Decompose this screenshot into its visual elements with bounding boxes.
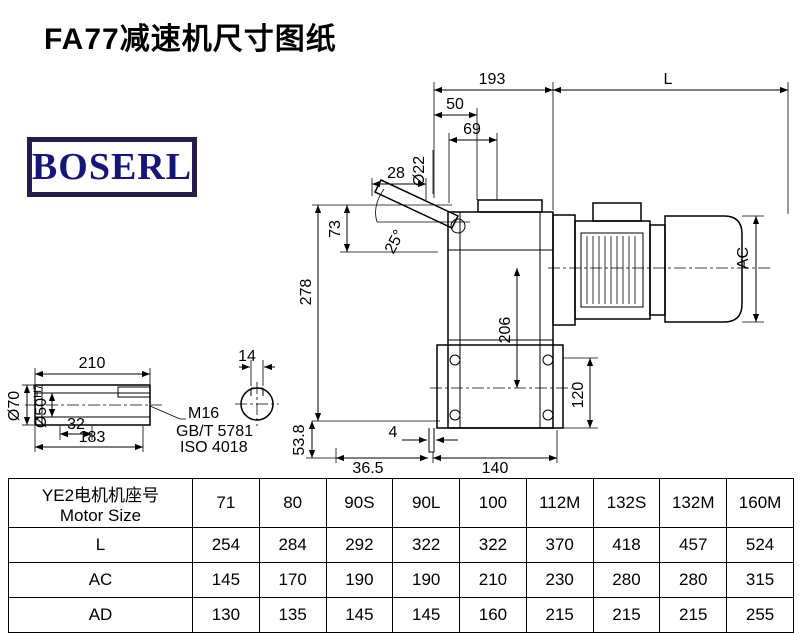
- bolt-hole-icon: [450, 218, 466, 234]
- dim-53-8-label: 53.8: [291, 424, 308, 455]
- table-row-label: L: [8, 527, 193, 563]
- bolt-hole-icon: [449, 354, 461, 366]
- dim-73-label: 73: [327, 220, 344, 238]
- dim-dia22-label: Ø22: [411, 156, 428, 186]
- dim-206-label: 206: [497, 317, 514, 344]
- dimension-labels: 193 L 50 69 Ø22 28 73 25° 278 206 AC 120…: [6, 71, 752, 477]
- table-cell: 190: [392, 562, 461, 598]
- table-header-motor-size: YE2电机机座号 Motor Size: [8, 478, 193, 528]
- table-cell: 322: [392, 527, 461, 563]
- table-cell: 457: [659, 527, 728, 563]
- table-cell: 130: [192, 597, 260, 633]
- dim-28-label: 28: [387, 165, 405, 182]
- dim-50-label: 50: [446, 96, 464, 113]
- dim-dia50h7-label: Ø50H7: [32, 384, 50, 428]
- table-cell: 254: [192, 527, 260, 563]
- terminal-box: [592, 202, 642, 222]
- table-cell: 135: [258, 597, 327, 633]
- angle-arc: [375, 188, 385, 223]
- dimension-lines: [23, 86, 788, 462]
- table-col-header: 160M: [726, 478, 794, 528]
- dim-278-label: 278: [298, 279, 315, 306]
- table-col-header: 132S: [592, 478, 661, 528]
- dim-183-label: 183: [79, 429, 106, 446]
- table-cell: 210: [459, 562, 527, 598]
- boserl-logo-text: BOSERL: [31, 146, 193, 188]
- table-col-header: 90L: [392, 478, 461, 528]
- table-cell: 315: [726, 562, 794, 598]
- motor-side-view: [552, 202, 743, 326]
- table-cell: 145: [392, 597, 461, 633]
- motor-body: [574, 220, 651, 320]
- table-col-header: 90S: [325, 478, 394, 528]
- table-header-line1: YE2电机机座号: [41, 485, 160, 505]
- page-title: FA77减速机尺寸图纸: [44, 23, 337, 56]
- input-shaft: [373, 179, 460, 229]
- motor-ring: [649, 224, 666, 316]
- bolt-hole-icon: [449, 409, 461, 421]
- fan-cover: [664, 215, 743, 323]
- motor-fins: [586, 236, 636, 304]
- bolt-hole-icon: [542, 354, 554, 366]
- table-cell: 230: [525, 562, 594, 598]
- table-cell: 145: [192, 562, 260, 598]
- table-cell: 322: [459, 527, 527, 563]
- dim-69-label: 69: [463, 121, 481, 138]
- table-cell: 280: [592, 562, 661, 598]
- table-col-header: 112M: [525, 478, 594, 528]
- table-col-header: 80: [258, 478, 327, 528]
- table-col-header: 100: [459, 478, 527, 528]
- dim-AC-label: AC: [735, 247, 752, 269]
- motor-spec-table: YE2电机机座号 Motor Size 71 80 90S 90L 100 11…: [8, 478, 794, 633]
- table-cell: 370: [525, 527, 594, 563]
- dim-210-label: 210: [79, 355, 106, 372]
- centerlines: [25, 267, 772, 426]
- output-shaft-detail: [34, 384, 151, 426]
- table-header-line2: Motor Size: [59, 505, 142, 525]
- dim-120-label: 120: [570, 382, 587, 409]
- table-cell: 215: [592, 597, 661, 633]
- bolt-hole-icon: [542, 409, 554, 421]
- table-cell: 190: [325, 562, 394, 598]
- standard-gb-label: GB/T 5781: [176, 423, 253, 440]
- dim-193-label: 193: [479, 71, 506, 88]
- dim-32-label: 32: [67, 416, 85, 433]
- table-cell: 524: [726, 527, 794, 563]
- table-row-label: AD: [8, 597, 193, 633]
- motor-flange: [552, 214, 576, 326]
- table-cell: 170: [258, 562, 327, 598]
- boserl-logo: BOSERL: [28, 138, 196, 196]
- table-cell: 280: [659, 562, 728, 598]
- extension-lines: [22, 82, 789, 463]
- dim-140-label: 140: [482, 460, 509, 477]
- dim-dia70-label: Ø70: [6, 391, 23, 421]
- table-cell: 284: [258, 527, 327, 563]
- table-cell: 160: [459, 597, 527, 633]
- table-col-header: 132M: [659, 478, 728, 528]
- thread-m16-label: M16: [188, 405, 219, 422]
- gearbox-front-view: [373, 179, 564, 453]
- dim-36-5-label: 36.5: [352, 460, 383, 477]
- keyway: [117, 386, 151, 398]
- table-cell: 215: [525, 597, 594, 633]
- standard-iso-label: ISO 4018: [180, 439, 248, 456]
- table-cell: 255: [726, 597, 794, 633]
- dim-L-label: L: [664, 71, 673, 88]
- dim-14-label: 14: [238, 348, 256, 365]
- table-row-label: AC: [8, 562, 193, 598]
- dimension-drawing: 193 L 50 69 Ø22 28 73 25° 278 206 AC 120…: [6, 71, 789, 477]
- table-cell: 145: [325, 597, 394, 633]
- dim-4-label: 4: [389, 424, 398, 441]
- table-cell: 292: [325, 527, 394, 563]
- flange-plate: [428, 428, 435, 453]
- table-col-header: 71: [192, 478, 260, 528]
- table-cell: 418: [592, 527, 661, 563]
- shaft-end-view: [240, 387, 274, 421]
- table-cell: 215: [659, 597, 728, 633]
